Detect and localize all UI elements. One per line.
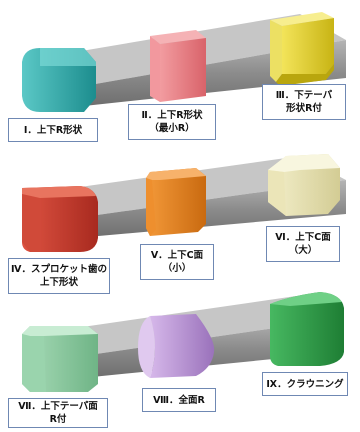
label-shape-2-line2: （最小R） bbox=[149, 123, 195, 134]
label-shape-7-line2: R付 bbox=[49, 414, 67, 425]
shape-2-pink-r-min bbox=[150, 30, 206, 102]
label-shape-7-line1: Ⅶ．上下テーパ面 bbox=[18, 401, 98, 412]
label-shape-4: Ⅳ．スプロケット歯の 上下形状 bbox=[8, 258, 110, 294]
label-shape-1-line1: Ⅰ．上下R形状 bbox=[23, 124, 83, 136]
label-shape-7: Ⅶ．上下テーパ面 R付 bbox=[8, 398, 108, 428]
label-shape-5-line1: Ⅴ．上下C面 bbox=[150, 250, 204, 261]
shape-1-teal-r bbox=[22, 48, 96, 112]
label-shape-5: Ⅴ．上下C面 （小） bbox=[140, 244, 214, 280]
row-2 bbox=[22, 154, 346, 252]
label-shape-9-line1: Ⅸ．クラウニング bbox=[266, 378, 344, 390]
label-shape-6: Ⅵ．上下C面 （大） bbox=[266, 226, 340, 262]
label-shape-3: Ⅲ．下テーパ 形状R付 bbox=[262, 84, 346, 120]
label-shape-1: Ⅰ．上下R形状 bbox=[8, 118, 98, 142]
shape-6-cream-chamfer-large bbox=[268, 154, 340, 216]
shape-4-red-sprocket bbox=[22, 186, 98, 252]
shape-5-orange-chamfer-small bbox=[146, 168, 206, 236]
label-shape-8-line1: Ⅷ．全面R bbox=[153, 394, 205, 406]
label-shape-5-line2: （小） bbox=[162, 263, 192, 274]
label-shape-9: Ⅸ．クラウニング bbox=[262, 372, 348, 396]
label-shape-8: Ⅷ．全面R bbox=[142, 388, 216, 412]
shape-8-lavender-full-r bbox=[138, 314, 215, 378]
shape-9-green-crowning bbox=[270, 292, 344, 366]
label-shape-4-line2: 上下形状 bbox=[39, 277, 78, 288]
row-3 bbox=[22, 292, 344, 392]
shape-7-mint-taper-r bbox=[22, 326, 98, 392]
label-shape-6-line2: （大） bbox=[288, 245, 318, 256]
label-shape-6-line1: Ⅵ．上下C面 bbox=[275, 232, 331, 243]
label-shape-2: Ⅱ．上下R形状 （最小R） bbox=[128, 104, 216, 140]
label-shape-3-line2: 形状R付 bbox=[286, 103, 322, 114]
label-shape-3-line1: Ⅲ．下テーパ bbox=[275, 90, 333, 101]
shape-3-yellow-taper bbox=[270, 12, 334, 86]
label-shape-4-line1: Ⅳ．スプロケット歯の bbox=[11, 264, 107, 275]
label-shape-2-line1: Ⅱ．上下R形状 bbox=[141, 110, 203, 121]
row-1 bbox=[22, 12, 346, 112]
